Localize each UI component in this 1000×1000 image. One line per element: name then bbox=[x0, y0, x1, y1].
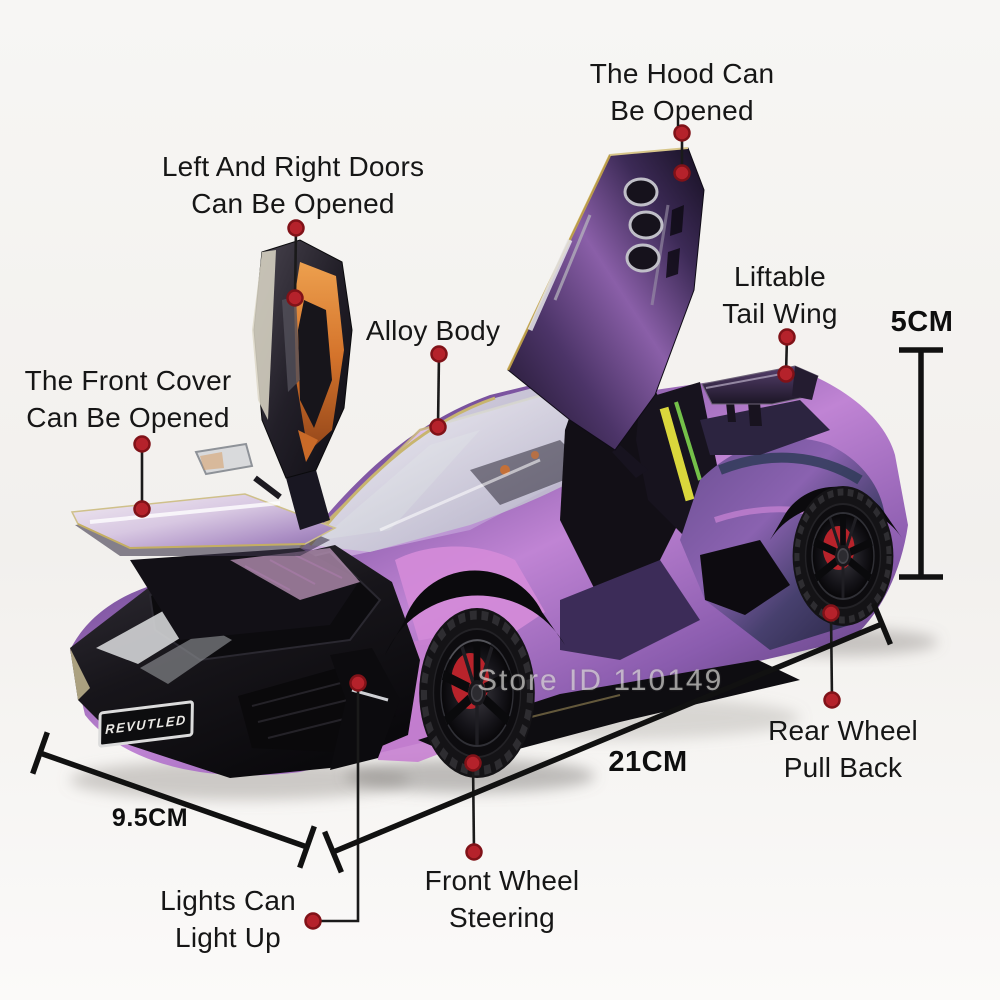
dimension-lines bbox=[30, 347, 943, 874]
callout-dot bbox=[287, 219, 305, 237]
engine-hood-open bbox=[506, 147, 705, 478]
callout-dot bbox=[429, 418, 447, 436]
callout-dot bbox=[673, 124, 691, 142]
callout-dot bbox=[823, 691, 841, 709]
callout-dot bbox=[430, 345, 448, 363]
callout-dot bbox=[464, 754, 482, 772]
callout-label-front-cover: The Front Cover Can Be Opened bbox=[24, 365, 232, 433]
callout-label-alloy-body: Alloy Body bbox=[365, 315, 501, 346]
dimension-line-21cm bbox=[322, 602, 893, 874]
callout-line-lights bbox=[313, 683, 360, 923]
front-wheel-arch bbox=[385, 570, 565, 655]
callout-dot bbox=[465, 843, 483, 861]
callout-dot bbox=[286, 289, 304, 307]
dimension-label-height: 5CM bbox=[890, 306, 954, 338]
callout-dot bbox=[777, 365, 795, 383]
dimension-label-length: 21CM bbox=[608, 746, 688, 778]
front-wheel bbox=[419, 608, 535, 778]
callout-dot bbox=[349, 674, 367, 692]
callout-line-front-wheel bbox=[471, 762, 476, 853]
callout-label-rear-wheel: Rear Wheel Pull Back bbox=[768, 715, 918, 783]
dimension-line-9-5cm bbox=[30, 731, 317, 869]
windshield bbox=[308, 375, 640, 552]
dimension-label-width: 9.5CM bbox=[111, 804, 189, 832]
callout-dot bbox=[133, 435, 151, 453]
callout-label-tail-wing: Liftable Tail Wing bbox=[722, 261, 838, 329]
open-door bbox=[252, 239, 353, 530]
callout-dot bbox=[304, 912, 322, 930]
callout-label-hood: The Hood Can Be Opened bbox=[589, 58, 775, 126]
callout-label-doors: Left And Right Doors Can Be Opened bbox=[161, 151, 425, 219]
callout-dot bbox=[778, 328, 796, 346]
side-mirror bbox=[194, 442, 282, 500]
callout-line-alloy-body bbox=[436, 353, 441, 428]
callout-dots bbox=[133, 124, 841, 930]
callout-line-rear-wheel bbox=[829, 612, 834, 701]
dimension-line-5cm bbox=[899, 347, 943, 580]
store-watermark: Store ID 110149 bbox=[477, 664, 724, 697]
rear-wheel bbox=[792, 486, 894, 626]
callout-line-doors bbox=[293, 227, 298, 299]
callout-dot bbox=[822, 604, 840, 622]
callout-label-front-wheel: Front Wheel Steering bbox=[424, 865, 580, 933]
callout-dot bbox=[673, 164, 691, 182]
callout-label-lights: Lights Can Light Up bbox=[160, 885, 296, 953]
callout-dot bbox=[133, 500, 151, 518]
